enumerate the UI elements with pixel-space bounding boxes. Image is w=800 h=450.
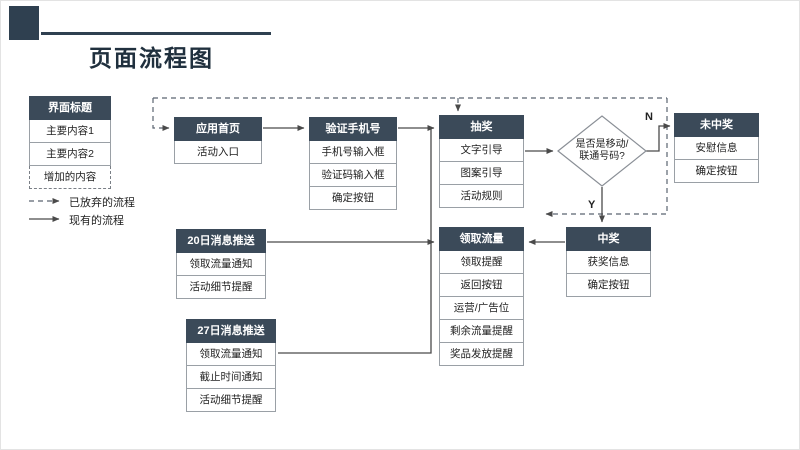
node-verify-phone: 验证手机号 手机号输入框 验证码输入框 确定按钮 <box>309 117 397 210</box>
node-header: 27日消息推送 <box>186 319 276 343</box>
node-row: 图案引导 <box>439 162 524 185</box>
node-row: 验证码输入框 <box>309 164 397 187</box>
node-row: 返回按钮 <box>439 274 524 297</box>
node-row: 领取提醒 <box>439 251 524 274</box>
corner-decoration <box>9 6 39 40</box>
node-no-win: 未中奖 安慰信息 确定按钮 <box>674 113 759 183</box>
node-row: 手机号输入框 <box>309 141 397 164</box>
node-push-20: 20日消息推送 领取流量通知 活动细节提醒 <box>176 229 266 299</box>
node-row: 获奖信息 <box>566 251 651 274</box>
node-row: 奖品发放提醒 <box>439 343 524 366</box>
node-row: 领取流量通知 <box>186 343 276 366</box>
line-push27-up <box>278 129 432 354</box>
legend-abandoned-label: 已放弃的流程 <box>69 197 135 209</box>
decision-no-label: N <box>645 111 653 123</box>
node-win: 中奖 获奖信息 确定按钮 <box>566 227 651 297</box>
node-row: 剩余流量提醒 <box>439 320 524 343</box>
node-row: 活动入口 <box>174 141 262 164</box>
dashed-right-loop <box>545 98 668 217</box>
node-lottery: 抽奖 文字引导 图案引导 活动规则 <box>439 115 524 208</box>
node-header: 抽奖 <box>439 115 524 139</box>
node-row: 安慰信息 <box>674 137 759 160</box>
decision-label: 是否是移动/ 联通号码? <box>575 139 629 162</box>
legend-row: 主要内容1 <box>29 120 111 143</box>
node-header: 应用首页 <box>174 117 262 141</box>
node-row: 截止时间通知 <box>186 366 276 389</box>
node-row: 确定按钮 <box>566 274 651 297</box>
node-row: 活动细节提醒 <box>186 389 276 412</box>
dashed-entry-home <box>152 98 170 131</box>
arrow-decision-nowin <box>646 123 671 152</box>
legend-current-label: 现有的流程 <box>69 215 124 227</box>
node-row: 活动细节提醒 <box>176 276 266 299</box>
node-row: 文字引导 <box>439 139 524 162</box>
node-row: 确定按钮 <box>309 187 397 210</box>
legend-box: 界面标题 主要内容1 主要内容2 增加的内容 <box>29 96 111 189</box>
legend-added-row: 增加的内容 <box>29 166 111 189</box>
node-header: 未中奖 <box>674 113 759 137</box>
node-header: 验证手机号 <box>309 117 397 141</box>
node-row: 活动规则 <box>439 185 524 208</box>
node-row: 领取流量通知 <box>176 253 266 276</box>
legend-row: 主要内容2 <box>29 143 111 166</box>
page-title: 页面流程图 <box>89 45 214 71</box>
decision-yes-label: Y <box>588 199 596 211</box>
node-row: 确定按钮 <box>674 160 759 183</box>
legend-header: 界面标题 <box>29 96 111 120</box>
node-row: 运营/广告位 <box>439 297 524 320</box>
node-header: 中奖 <box>566 227 651 251</box>
node-claim-data: 领取流量 领取提醒 返回按钮 运营/广告位 剩余流量提醒 奖品发放提醒 <box>439 227 524 366</box>
decision-diamond <box>557 115 647 187</box>
node-header: 20日消息推送 <box>176 229 266 253</box>
node-header: 领取流量 <box>439 227 524 251</box>
node-push-27: 27日消息推送 领取流量通知 截止时间通知 活动细节提醒 <box>186 319 276 412</box>
node-app-home: 应用首页 活动入口 <box>174 117 262 164</box>
title-rule <box>41 32 271 35</box>
